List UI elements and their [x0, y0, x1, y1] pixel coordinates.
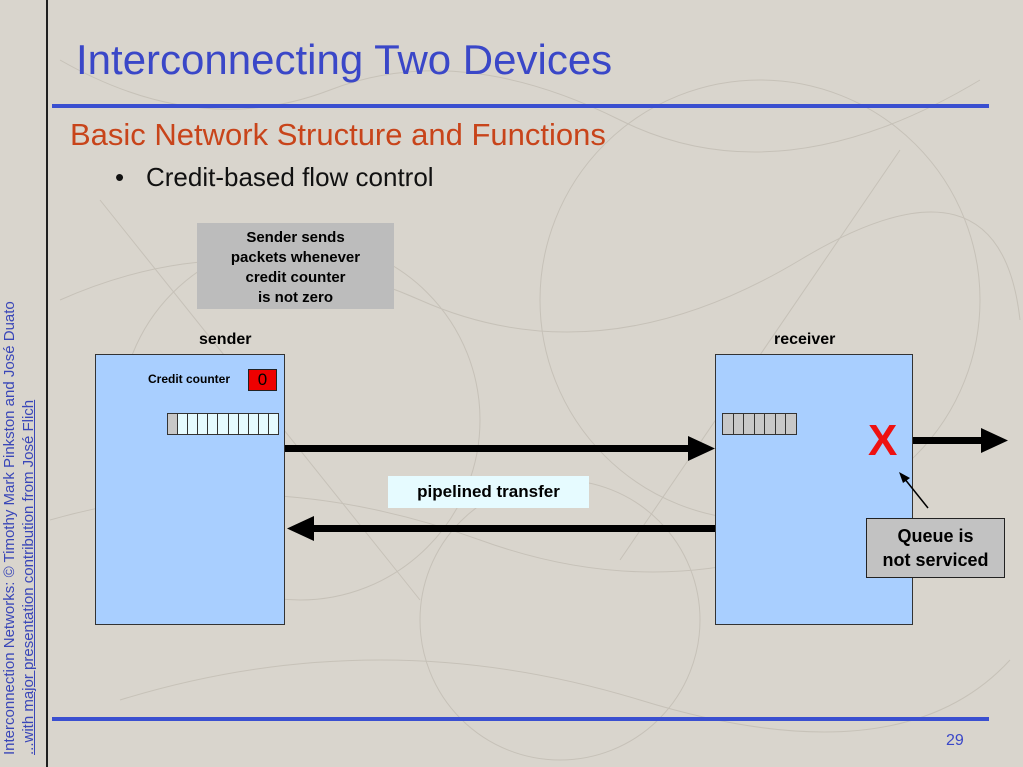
queue-slot-empty [178, 414, 189, 434]
note-line: credit counter [245, 269, 346, 286]
queue-slot-empty [258, 414, 269, 434]
queue-slot-filled [786, 414, 797, 434]
queue-slot-empty [188, 414, 199, 434]
queue-slot-empty [228, 414, 239, 434]
receiver-label: receiver [774, 331, 836, 348]
slide-title: Interconnecting Two Devices [76, 36, 613, 83]
title-rule [52, 104, 989, 108]
queue-note-line: Queue is [897, 526, 974, 546]
queue-slot-filled [775, 414, 787, 434]
note-line: Sender sends [246, 229, 345, 246]
queue-slot-empty [268, 414, 279, 434]
sender-rule-note: Sender sends packets whenever credit cou… [197, 223, 394, 309]
credit-counter-value: 0 [248, 369, 277, 391]
note-line: is not zero [257, 289, 333, 306]
output-arrow [913, 428, 1008, 453]
credit-return-arrow [287, 516, 715, 541]
blocked-x-icon: X [868, 416, 898, 465]
queue-slot-empty [238, 414, 249, 434]
note-line: packets whenever [230, 249, 361, 266]
queue-slot-filled [754, 414, 766, 434]
bullet-marker: • [115, 162, 125, 192]
receiver-queue [722, 413, 797, 435]
queue-slot-filled [723, 414, 734, 434]
queue-slot-empty [218, 414, 229, 434]
page-number: 29 [946, 732, 964, 749]
queue-slot-filled [744, 414, 755, 434]
queue-note-line: not serviced [882, 550, 989, 570]
receiver-device [715, 354, 913, 625]
slide-subtitle: Basic Network Structure and Functions [70, 117, 606, 152]
note-pointer [899, 472, 929, 509]
queue-slot-empty [208, 414, 219, 434]
bullet-text: Credit-based flow control [146, 162, 434, 192]
queue-slot-filled [733, 414, 745, 434]
side-rule [46, 0, 48, 767]
queue-slot-empty [198, 414, 209, 434]
sender-device [95, 354, 285, 625]
queue-slot-empty [248, 414, 259, 434]
footer-rule [52, 717, 989, 721]
credit-counter-label: Credit counter [148, 372, 231, 386]
data-arrow [285, 436, 715, 461]
queue-slot-filled [168, 414, 179, 434]
sender-label: sender [199, 331, 252, 348]
pipelined-transfer-label: pipelined transfer [388, 476, 589, 508]
sender-queue [167, 413, 279, 435]
queue-slot-filled [765, 414, 776, 434]
queue-not-serviced-note: Queue is not serviced [866, 518, 1005, 578]
